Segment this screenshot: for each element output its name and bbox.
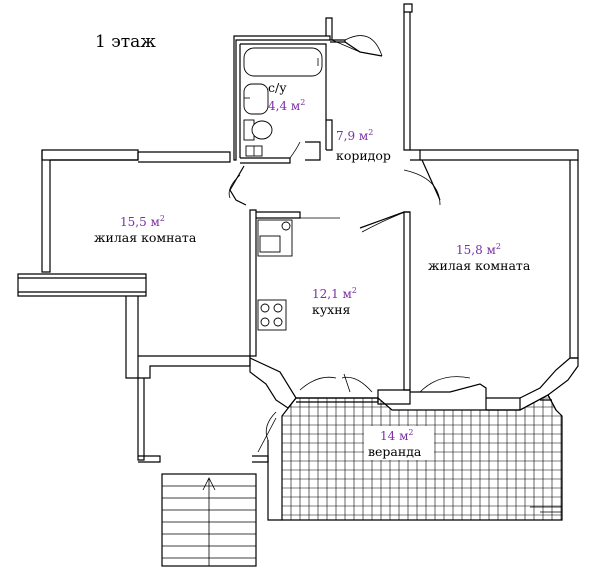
stove-icon [257, 299, 287, 331]
sink-icon [243, 83, 269, 115]
veranda-label: веранда [368, 444, 422, 459]
toilet-icon [251, 120, 273, 140]
room-veranda: 14 м2 веранда [364, 426, 434, 460]
corridor-label: коридор [336, 148, 391, 163]
veranda-label-backdrop [364, 426, 434, 460]
room-kitchen: 12,1 м2 кухня [312, 286, 357, 317]
entry-stairs [161, 473, 257, 567]
bathroom-label: с/у [268, 80, 287, 95]
kitchen-area: 12,1 м2 [312, 286, 357, 301]
kitchen-fixtures [257, 219, 293, 331]
bathtub-icon [243, 47, 323, 77]
living-right-label: жилая комната [428, 258, 531, 273]
kitchen-label: кухня [312, 302, 351, 317]
room-bathroom: с/у 4,4 м2 [268, 80, 305, 113]
veranda-area: 14 м2 [380, 428, 414, 443]
walls [17, 3, 579, 521]
living-left-area: 15,5 м2 [120, 214, 165, 229]
floor-title: 1 этаж [95, 32, 156, 52]
room-corridor: 7,9 м2 коридор [336, 128, 391, 163]
room-living-right: 15,8 м2 жилая комната [428, 242, 531, 273]
living-left-label: жилая комната [94, 230, 197, 245]
room-living-left: 15,5 м2 жилая комната [94, 214, 197, 245]
door-swings [228, 35, 471, 453]
kitchen-sink-icon [281, 221, 291, 231]
corridor-area: 7,9 м2 [336, 128, 373, 143]
bathroom-fixtures [243, 47, 323, 157]
stair-arrow-icon [202, 477, 216, 491]
sink-basin-icon [259, 235, 281, 253]
veranda-step-marks [530, 506, 562, 513]
bathroom-area: 4,4 м2 [268, 98, 305, 113]
living-right-area: 15,8 м2 [456, 242, 501, 257]
